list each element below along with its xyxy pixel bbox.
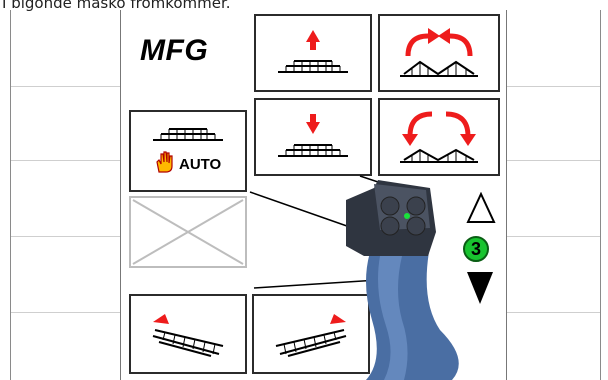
outer-border-left <box>10 10 11 380</box>
arrow-up-icon <box>278 30 348 73</box>
arrow-down-icon <box>278 114 348 157</box>
grid-line <box>10 86 120 87</box>
tilt-left-icon <box>152 314 224 357</box>
hand-auto-icon <box>156 151 173 173</box>
auto-button[interactable]: AUTO <box>129 110 247 192</box>
curved-arrows-in-icon <box>400 28 478 77</box>
grid-line <box>10 312 120 313</box>
outer-border-right <box>600 10 601 380</box>
tilt-right-icon <box>275 314 347 357</box>
grid-line <box>10 236 120 237</box>
grid-line <box>10 160 120 161</box>
down-triangle-icon[interactable] <box>465 268 495 308</box>
auto-label: AUTO <box>179 156 222 173</box>
fold-in-button[interactable] <box>378 14 500 92</box>
up-triangle-icon[interactable] <box>466 192 496 226</box>
crossed-box-icon <box>132 199 244 265</box>
raise-button[interactable] <box>254 14 372 92</box>
fold-out-button[interactable] <box>378 98 500 176</box>
grid-line <box>505 312 600 313</box>
page-title: MFG <box>140 34 209 67</box>
tilt-right-button[interactable] <box>252 294 370 374</box>
empty-button <box>129 196 247 268</box>
grid-line <box>505 160 600 161</box>
tilt-left-button[interactable] <box>129 294 247 374</box>
grid-line <box>505 236 600 237</box>
page-caption: I bigonde mäsko frömkommer. <box>2 0 231 12</box>
boom-level-icon <box>153 128 223 141</box>
grid-line <box>505 86 600 87</box>
curved-arrows-out-icon <box>400 111 478 163</box>
lower-button[interactable] <box>254 98 372 176</box>
level-counter: 3 <box>463 236 489 262</box>
